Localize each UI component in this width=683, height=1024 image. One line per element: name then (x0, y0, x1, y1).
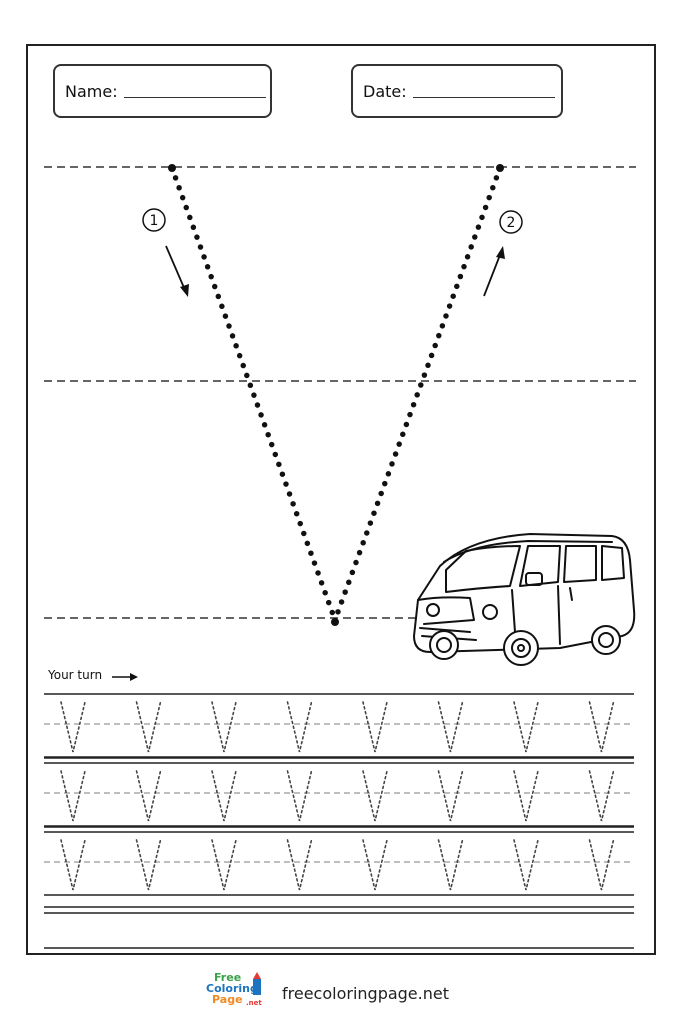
vertex-dot (331, 618, 339, 626)
trace-letter-v[interactable] (135, 839, 162, 891)
step-2-marker: 2 (483, 210, 523, 297)
guide-lines (44, 166, 636, 619)
trace-letter-v[interactable] (437, 770, 464, 822)
your-turn-label: Your turn (48, 668, 103, 682)
stroke-1-start-dot (168, 164, 176, 172)
practice-row[interactable] (44, 826, 634, 896)
name-label: Name: (65, 81, 118, 101)
trace-letter-v[interactable] (513, 839, 539, 891)
step-2-arrowhead-icon (496, 246, 505, 259)
logo-suffix: .net (246, 999, 262, 1007)
worksheet-frame (26, 44, 656, 955)
trace-letter-v[interactable] (513, 701, 539, 753)
logo-word-coloring: Coloring (206, 982, 258, 995)
name-field-box[interactable]: Name: (53, 64, 272, 118)
trace-letter-v[interactable] (588, 701, 615, 753)
trace-letter-v[interactable] (211, 770, 237, 822)
trace-letter-v[interactable] (60, 770, 86, 822)
date-field-box[interactable]: Date: (351, 64, 563, 118)
big-letter-v[interactable] (168, 164, 504, 626)
practice-row[interactable] (44, 757, 634, 827)
step-1-arrowhead-icon (180, 284, 189, 297)
step-1-number: 1 (150, 213, 159, 229)
date-label: Date: (363, 81, 407, 101)
site-url[interactable]: freecoloringpage.net (282, 984, 449, 1003)
trace-letter-v[interactable] (211, 839, 237, 891)
trace-letter-v[interactable] (211, 701, 237, 753)
stroke-2-start-dot (496, 164, 504, 172)
bottom-lines (44, 906, 634, 949)
trace-letter-v[interactable] (588, 839, 615, 891)
step-1-marker: 1 (142, 208, 189, 297)
date-writing-line[interactable] (412, 96, 555, 98)
site-logo[interactable]: Free Coloring Page .net (206, 972, 266, 1016)
trace-letter-v[interactable] (362, 839, 388, 891)
trace-letter-v[interactable] (588, 770, 615, 822)
van-icon (413, 533, 636, 666)
trace-letter-v[interactable] (286, 839, 313, 891)
step-2-number: 2 (507, 215, 516, 231)
step-2-arrow-icon (483, 254, 501, 297)
trace-letter-v[interactable] (60, 701, 86, 753)
trace-letter-v[interactable] (286, 770, 313, 822)
name-writing-line[interactable] (123, 96, 266, 98)
your-turn-arrow-icon (112, 673, 138, 681)
trace-letter-v[interactable] (135, 701, 162, 753)
trace-letter-v[interactable] (135, 770, 162, 822)
logo-word-free: Free (214, 971, 242, 984)
logo-word-page: Page (212, 993, 243, 1006)
trace-letter-v[interactable] (60, 839, 86, 891)
trace-letter-v[interactable] (362, 701, 388, 753)
trace-letter-v[interactable] (286, 701, 313, 753)
trace-letter-v[interactable] (437, 839, 464, 891)
trace-letter-v[interactable] (513, 770, 539, 822)
step-1-circle (142, 208, 166, 232)
stroke-2-path[interactable] (332, 165, 503, 623)
trace-letter-v[interactable] (437, 701, 464, 753)
practice-row[interactable] (44, 693, 634, 758)
trace-letter-v[interactable] (362, 770, 388, 822)
step-2-circle (499, 210, 523, 234)
crayon-icon (253, 972, 261, 995)
practice-rows (44, 693, 634, 896)
stroke-1-path[interactable] (169, 165, 338, 623)
step-1-arrow-icon (165, 245, 186, 291)
